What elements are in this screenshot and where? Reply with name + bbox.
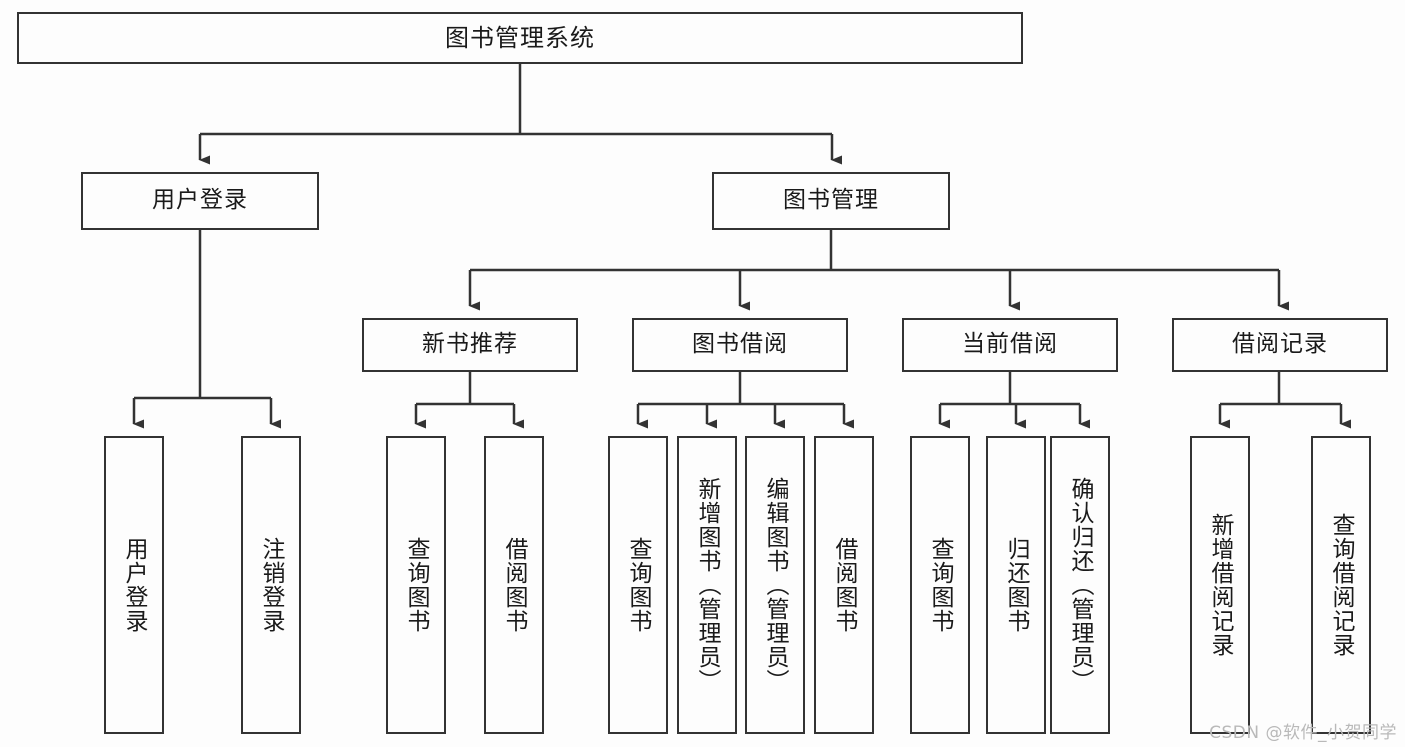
node-leaf-query-book-1[interactable]: 查询图书	[386, 436, 446, 734]
node-leaf-add-borrow-record[interactable]: 新增借阅记录	[1190, 436, 1250, 734]
node-leaf-query-book-3[interactable]: 查询图书	[910, 436, 970, 734]
node-leaf-add-book-admin[interactable]: 新增图书（管理员）	[677, 436, 737, 734]
node-user-login[interactable]: 用户登录	[81, 172, 319, 230]
node-leaf-query-book-2[interactable]: 查询图书	[608, 436, 668, 734]
node-root-system[interactable]: 图书管理系统	[17, 12, 1023, 64]
node-book-borrow[interactable]: 图书借阅	[632, 318, 848, 372]
node-borrow-record[interactable]: 借阅记录	[1172, 318, 1388, 372]
node-leaf-user-logout[interactable]: 注销登录	[241, 436, 301, 734]
node-leaf-return-book[interactable]: 归还图书	[986, 436, 1046, 734]
csdn-watermark: CSDN @软件_小贺同学	[1209, 723, 1397, 743]
node-leaf-query-borrow-record[interactable]: 查询借阅记录	[1311, 436, 1371, 734]
node-new-book-recommend[interactable]: 新书推荐	[362, 318, 578, 372]
node-current-borrow[interactable]: 当前借阅	[902, 318, 1118, 372]
node-leaf-confirm-return[interactable]: 确认归还（管理员）	[1050, 436, 1110, 734]
node-leaf-user-login[interactable]: 用户登录	[104, 436, 164, 734]
node-book-manage[interactable]: 图书管理	[712, 172, 950, 230]
node-leaf-edit-book-admin[interactable]: 编辑图书（管理员）	[745, 436, 805, 734]
node-leaf-borrow-book-1[interactable]: 借阅图书	[484, 436, 544, 734]
node-leaf-borrow-book-2[interactable]: 借阅图书	[814, 436, 874, 734]
